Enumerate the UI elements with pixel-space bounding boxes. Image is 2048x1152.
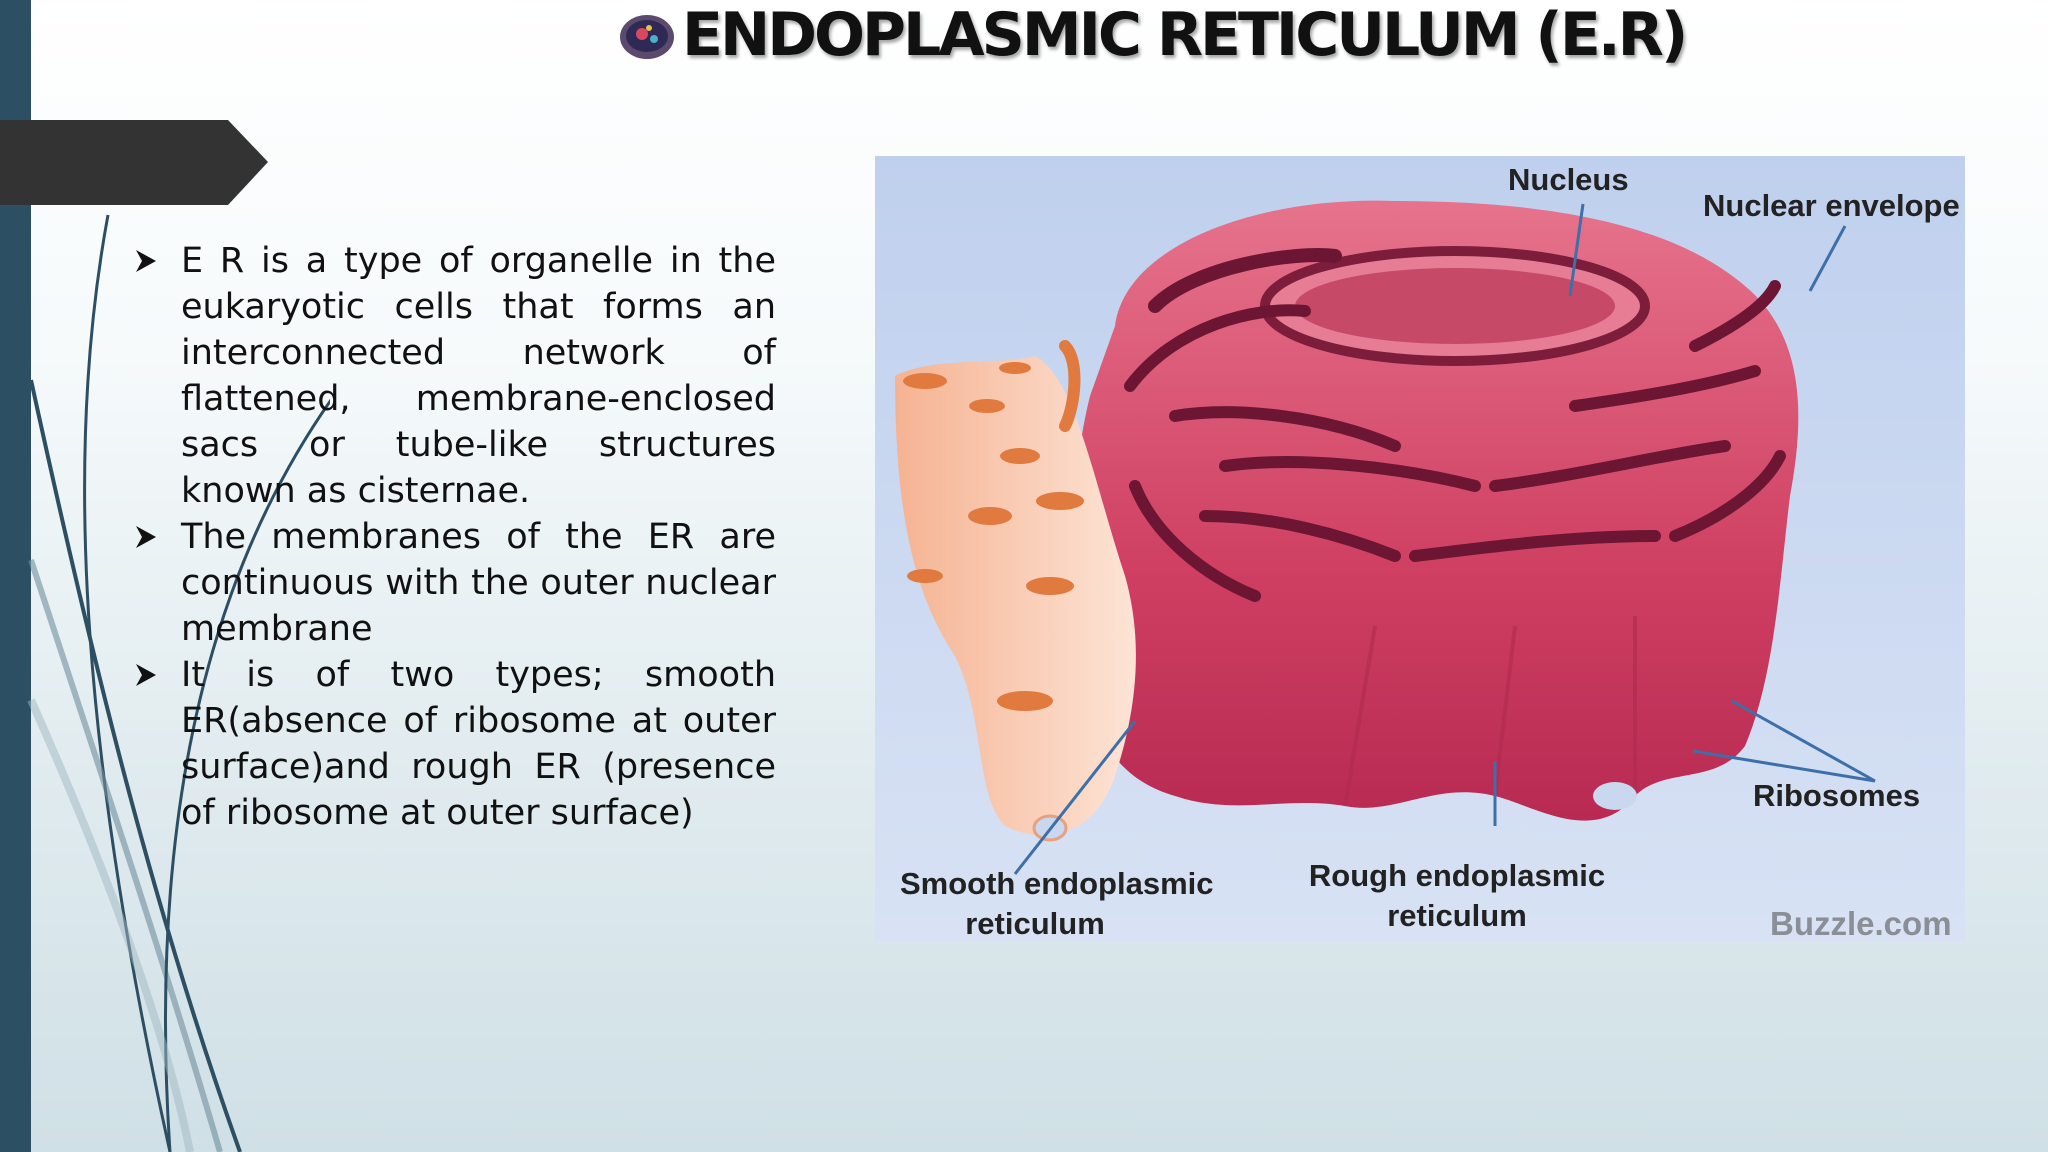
decorative-swoosh-lines <box>27 214 330 1152</box>
bullet-item: E R is a type of organelle in the eukary… <box>132 238 776 514</box>
rough-er-label-line1: Rough endoplasmic <box>1308 858 1606 893</box>
bullet-item: The membranes of the ER are continuous w… <box>132 514 776 652</box>
nucleus-label: Nucleus <box>1508 162 1629 197</box>
arrow-bullet-icon <box>136 250 156 272</box>
ribosomes-label: Ribosomes <box>1753 778 1921 813</box>
arrow-tab-shape <box>0 120 268 205</box>
bullet-text: The membranes of the ER are continuous w… <box>181 517 776 649</box>
smooth-er-label-line1: Smooth endoplasmic <box>900 866 1214 901</box>
bullet-list: E R is a type of organelle in the eukary… <box>132 238 776 836</box>
smooth-er-label: Smooth endoplasmic reticulum <box>900 864 1214 944</box>
bullet-text: E R is a type of organelle in the eukary… <box>181 241 776 511</box>
er-illustration <box>875 156 1965 942</box>
rough-er-label-line2: reticulum <box>1387 898 1527 933</box>
buzzle-watermark: Buzzle.com <box>1770 905 1952 942</box>
rough-er-label: Rough endoplasmic reticulum <box>1307 856 1607 936</box>
rough-er-shape <box>1070 200 1799 821</box>
nuclear-envelope-label: Nuclear envelope <box>1703 188 1960 223</box>
title-text: ENDOPLASMIC RETICULUM (E.R) <box>682 0 1688 70</box>
slide-title: ENDOPLASMIC RETICULUM (E.R) <box>618 0 1688 70</box>
bullet-text: It is of two types; smooth ER(absence of… <box>181 655 776 833</box>
er-diagram: Nucleus Nuclear envelope Ribosomes Smoot… <box>875 156 1965 942</box>
smooth-er-shape <box>895 340 1136 842</box>
smooth-er-label-line2: reticulum <box>965 906 1105 941</box>
cell-icon <box>620 15 674 59</box>
arrow-bullet-icon <box>136 664 156 686</box>
arrow-bullet-icon <box>136 526 156 548</box>
leader-lines <box>1013 203 1876 875</box>
bullet-item: It is of two types; smooth ER(absence of… <box>132 652 776 836</box>
